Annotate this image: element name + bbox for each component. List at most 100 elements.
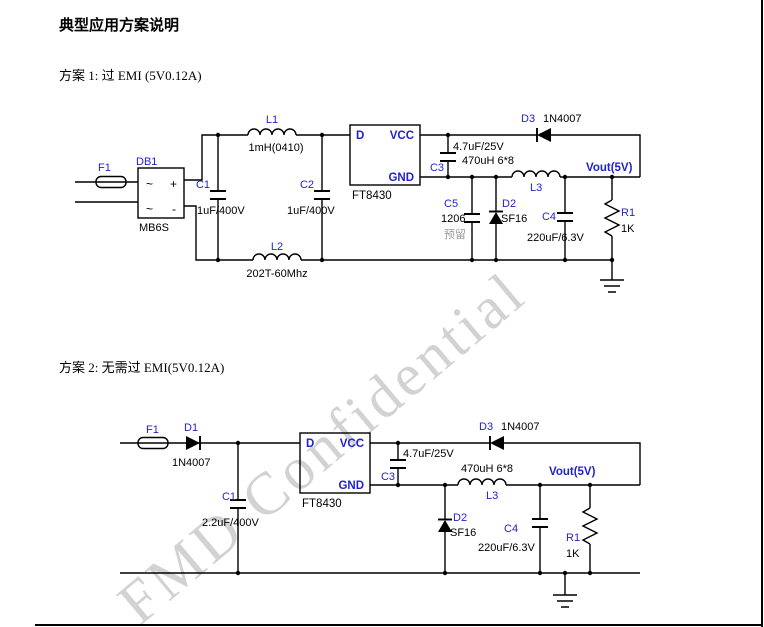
s1-db1-designator: DB1	[136, 156, 157, 168]
s1-l1-designator: L1	[266, 114, 278, 126]
s1-l2-value: 202T-60Mhz	[246, 268, 307, 280]
s1-diode-d3: D3 1N4007	[420, 113, 641, 177]
s2-c1-designator: C1	[222, 491, 236, 503]
s1-capacitor-c2: C2 1uF/400V	[287, 135, 335, 260]
s1-fuse-f1: F1	[75, 162, 138, 203]
inductor-icon	[457, 478, 507, 486]
s1-bridge-db1: ~ + ~ - DB1 MB6S	[136, 156, 185, 234]
s1-bridge-plus: +	[170, 177, 177, 191]
s2-ic-pin-d: D	[306, 438, 314, 450]
s1-ic-pin-gnd: GND	[388, 172, 414, 184]
s2-ic-pin-vcc: VCC	[340, 438, 364, 450]
s2-inductor-l3: 470uH 6*8 L3	[370, 463, 640, 502]
s1-top-rail-left	[184, 134, 248, 181]
s2-vout-label: Vout(5V)	[549, 466, 596, 478]
scheme1-heading: 方案 1: 过 EMI (5V0.12A)	[59, 68, 202, 83]
s1-l2-designator: L2	[271, 241, 283, 253]
s1-l3-designator: L3	[530, 182, 542, 194]
s2-d3-value: 1N4007	[501, 421, 540, 433]
ground-icon	[553, 573, 577, 608]
s2-vcc-rail	[370, 442, 641, 485]
fuse-icon	[137, 436, 169, 450]
s2-r1-designator: R1	[566, 532, 580, 544]
s1-f1-designator: F1	[98, 162, 111, 174]
s1-capacitor-c5: C5 1206 预留	[441, 177, 480, 260]
s1-capacitor-c4: C4 220uF/6.3V	[527, 177, 585, 260]
s1-c1-designator: C1	[196, 179, 210, 191]
s2-d1-value: 1N4007	[172, 457, 211, 469]
s1-c1-value: 1uF/400V	[197, 205, 245, 217]
s2-d2-designator: D2	[453, 512, 467, 524]
scheme1-schematic: F1 ~ + ~ - DB1 MB6S L1 1mH(0410)	[75, 113, 641, 293]
s2-ic-ft8430: D VCC GND FT8430	[299, 432, 371, 510]
s2-l3-value: 470uH 6*8	[461, 463, 513, 475]
s1-r1-designator: R1	[621, 207, 635, 219]
s1-c5-note: 预留	[444, 228, 466, 241]
capacitor-icon	[314, 190, 330, 200]
inductor-icon	[511, 170, 561, 178]
diode-icon	[186, 436, 200, 450]
s1-inductor-l2: L2 202T-60Mhz	[246, 241, 307, 280]
capacitor-icon	[230, 499, 246, 509]
s2-c1-value: 2.2uF/400V	[202, 517, 260, 529]
resistor-icon	[581, 507, 599, 545]
page-title: 典型应用方案说明	[59, 18, 180, 34]
diode-icon	[489, 212, 503, 224]
s2-d2-value: SF16	[450, 527, 476, 539]
page-border-bottom	[35, 624, 763, 626]
s1-vcc-rail	[420, 134, 641, 177]
s1-l3-value: 470uH 6*8	[462, 155, 514, 167]
s1-c2-designator: C2	[300, 179, 314, 191]
s1-l1-value: 1mH(0410)	[248, 142, 303, 154]
s1-diode-d2: D2 SF16	[489, 177, 527, 260]
s1-d2-designator: D2	[502, 198, 516, 210]
s1-d3-value: 1N4007	[543, 113, 582, 125]
s1-bridge-minus: -	[172, 202, 176, 216]
s1-c3-designator: C3	[430, 162, 444, 174]
capacitor-icon	[557, 212, 573, 222]
s1-c4-value: 220uF/6.3V	[527, 232, 585, 244]
s2-capacitor-c4: C4 220uF/6.3V	[478, 485, 548, 573]
s1-bottom-rail-left	[184, 205, 253, 261]
s1-inductor-l1: L1 1mH(0410)	[247, 114, 304, 154]
s1-ic-ft8430: D VCC GND FT8430	[349, 124, 421, 202]
s2-junction-dots	[235, 440, 593, 576]
s1-bridge-ac-top: ~	[146, 177, 153, 191]
s2-capacitor-c3: 4.7uF/25V C3	[381, 443, 454, 485]
s1-c5-value: 1206	[441, 213, 465, 225]
ic-box	[349, 124, 421, 186]
bridge-rectifier-icon	[137, 167, 185, 219]
s1-junction-dots	[215, 132, 615, 263]
ic-box	[299, 432, 371, 494]
s2-d3-designator: D3	[479, 421, 493, 433]
s2-fuse-f1: F1	[120, 424, 300, 450]
capacitor-icon	[440, 152, 456, 162]
resistor-icon	[603, 199, 621, 237]
diode-icon	[438, 520, 452, 532]
inductor-icon	[252, 253, 302, 261]
s2-ic-part: FT8430	[302, 498, 342, 510]
s1-vout-label: Vout(5V)	[586, 162, 633, 174]
s2-r1-value: 1K	[566, 548, 580, 560]
s1-ic-pin-d: D	[356, 130, 364, 142]
s1-ic-part: FT8430	[352, 190, 392, 202]
inductor-icon	[247, 128, 297, 136]
page-border-right	[761, 0, 763, 627]
s2-diode-d3: D3 1N4007	[370, 421, 641, 485]
s1-c2-value: 1uF/400V	[287, 205, 335, 217]
s2-c4-designator: C4	[504, 523, 518, 535]
diode-icon	[537, 128, 551, 142]
s1-db1-part: MB6S	[139, 222, 169, 234]
s1-d3-designator: D3	[521, 113, 535, 125]
ground-icon	[600, 260, 624, 293]
s2-diode-d1: D1 1N4007	[172, 422, 211, 469]
scheme2-heading: 方案 2: 无需过 EMI(5V0.12A)	[59, 360, 225, 375]
diode-icon	[490, 436, 504, 450]
s2-ic-pin-gnd: GND	[338, 480, 364, 492]
s1-resistor-r1: R1 1K	[603, 177, 635, 260]
s2-diode-d2: D2 SF16	[438, 485, 476, 573]
s1-ic-pin-vcc: VCC	[390, 130, 414, 142]
s1-capacitor-c3: 4.7uF/25V C3	[430, 135, 504, 177]
